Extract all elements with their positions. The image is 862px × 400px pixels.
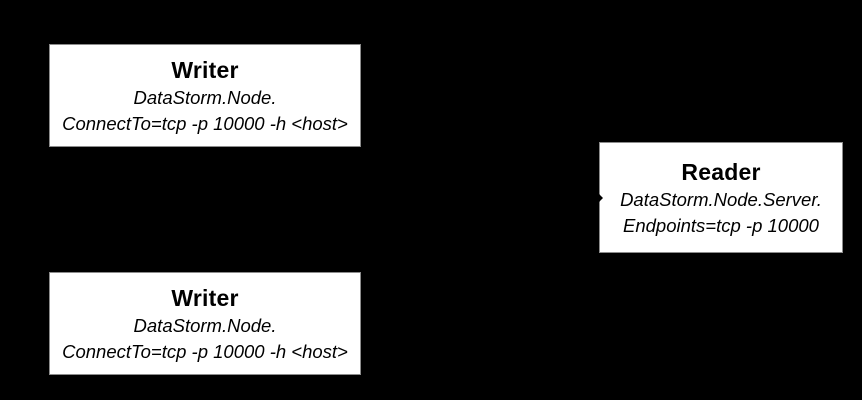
node-config-line: ConnectTo=tcp -p 10000 -h <host> — [62, 112, 348, 134]
node-reader: Reader DataStorm.Node.Server. Endpoints=… — [599, 142, 843, 253]
node-title: Writer — [171, 56, 239, 83]
node-config-line: ConnectTo=tcp -p 10000 -h <host> — [62, 340, 348, 362]
node-title: Reader — [681, 158, 761, 185]
node-writer-top: Writer DataStorm.Node. ConnectTo=tcp -p … — [49, 44, 361, 147]
node-config-line: Endpoints=tcp -p 10000 — [623, 214, 819, 236]
node-config-line: DataStorm.Node. — [133, 314, 277, 336]
arrow-tip-icon — [599, 193, 603, 202]
node-config-line: DataStorm.Node.Server. — [620, 188, 822, 210]
node-config-line: DataStorm.Node. — [133, 86, 277, 108]
node-title: Writer — [171, 284, 239, 311]
node-writer-bottom: Writer DataStorm.Node. ConnectTo=tcp -p … — [49, 272, 361, 375]
